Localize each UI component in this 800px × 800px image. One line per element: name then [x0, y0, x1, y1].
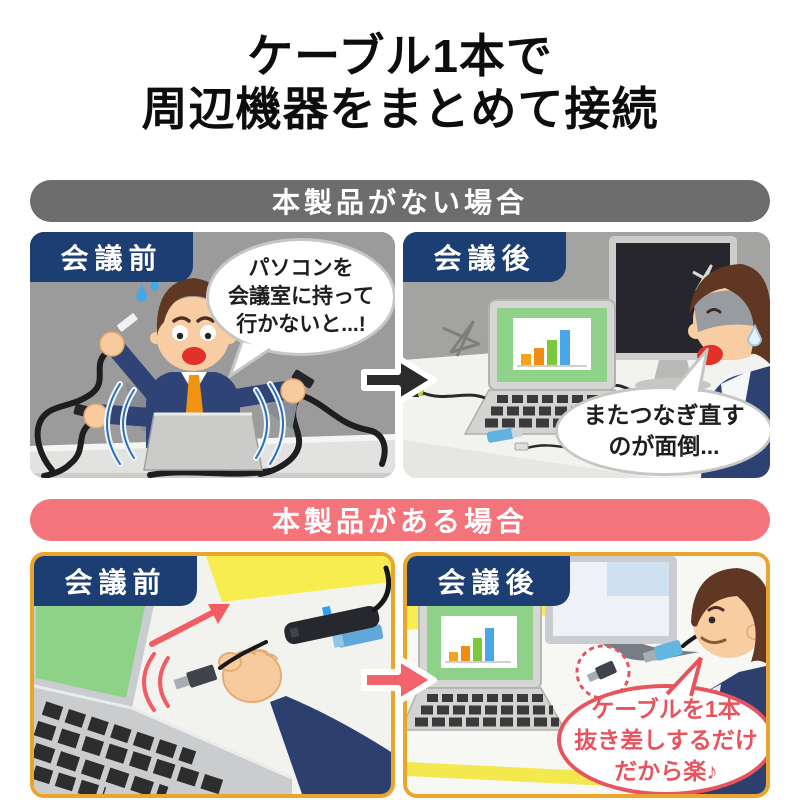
sweat-drops-icon — [136, 276, 159, 302]
speech-bubble-carry-pc: パソコンを 会議室に持って 行かないと...! — [206, 238, 395, 356]
label-before-meeting: 会議前 — [34, 556, 197, 606]
banner-without-product: 本製品がない場合 — [30, 180, 770, 222]
plug-highlight-circle — [575, 644, 631, 700]
panel-without-after: 会議後 またつなぎ直す のが面倒... — [403, 232, 770, 478]
arrow-right-icon — [361, 655, 437, 705]
panel-with-before: 会議前 — [30, 552, 395, 798]
bubble-tail — [665, 656, 703, 697]
title-line-2: 周辺機器をまとめて接続 — [141, 83, 659, 135]
laptop-with-chart — [407, 597, 567, 731]
sleeve — [270, 696, 391, 794]
laptop-lid — [143, 413, 263, 471]
panel-without-before: 会議前 パソコンを 会議室に持って 行かないと...! — [30, 232, 395, 478]
label-after-meeting: 会議後 — [407, 556, 570, 606]
banner-with-label: 本製品がある場合 — [271, 506, 528, 537]
cable-connector — [291, 369, 315, 389]
motion-arcs — [104, 381, 286, 467]
hand-holding-plug — [173, 640, 282, 703]
cable-connector — [116, 312, 139, 333]
title-line-1: ケーブル1本で — [247, 30, 553, 82]
page-title: ケーブル1本で 周辺機器をまとめて接続 — [0, 30, 800, 136]
banner-with-product: 本製品がある場合 — [30, 499, 770, 541]
illustration-unplug-one-cable — [34, 556, 391, 794]
label-before-meeting: 会議前 — [30, 232, 193, 282]
banner-without-label: 本製品がない場合 — [271, 187, 528, 218]
speech-bubble-reconnect: またつなぎ直す のが面倒... — [555, 386, 770, 476]
label-after-meeting: 会議後 — [403, 232, 566, 282]
vibration-arcs — [142, 652, 170, 712]
usb-stick — [486, 427, 523, 443]
red-arrow-annotation-icon — [149, 604, 230, 647]
bubble-tail — [671, 348, 709, 393]
necktie — [186, 375, 203, 420]
bubble-tail — [228, 341, 271, 378]
speech-bubble-easy: ケーブルを1本 抜き差しするだけ だから楽♪ — [557, 684, 766, 794]
sweat-drop-icon — [746, 323, 763, 347]
arrow-right-icon — [361, 355, 437, 405]
panel-with-after: 会議後 ケーブルを1本 抜き差しするだけ だから楽♪ — [403, 552, 770, 798]
usb-hub — [284, 565, 391, 648]
